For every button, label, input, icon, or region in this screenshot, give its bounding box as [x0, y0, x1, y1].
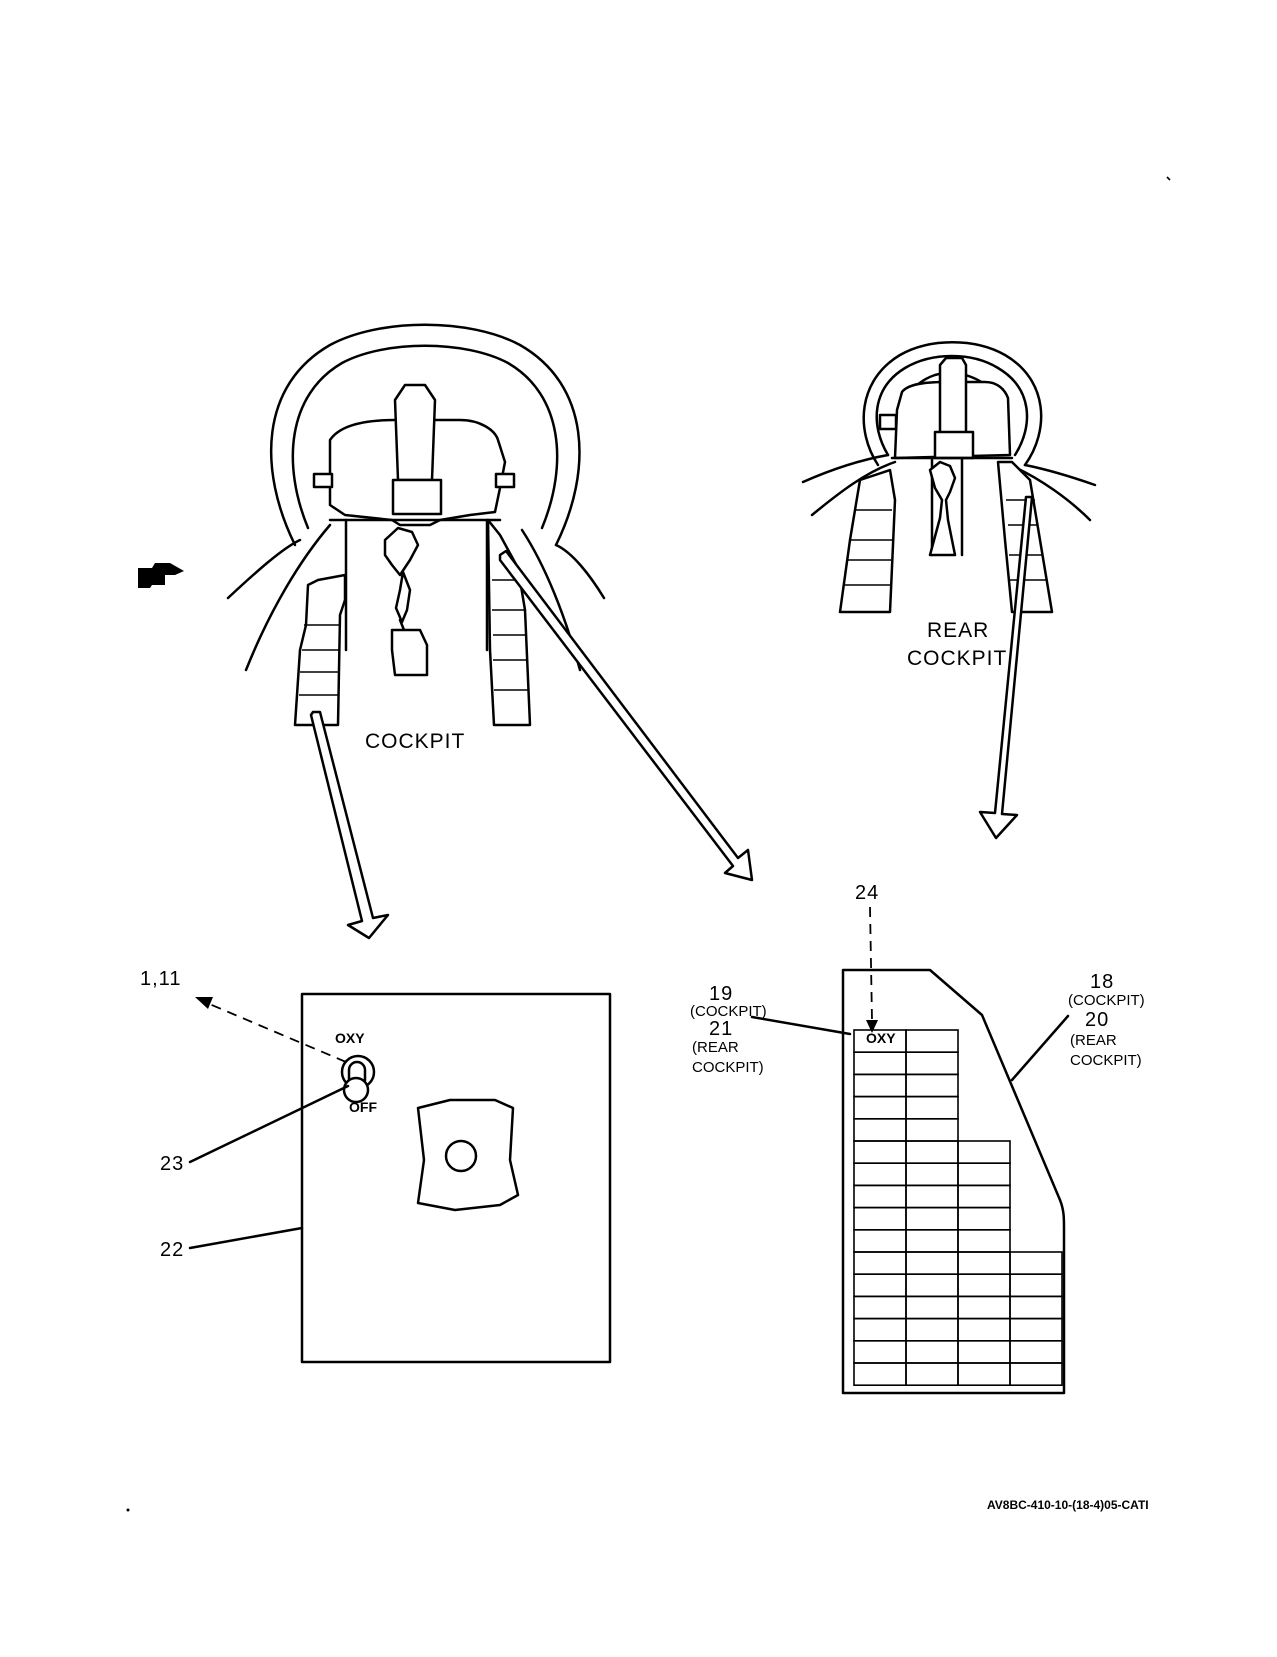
breaker-cell: [853, 1140, 907, 1165]
breaker-cell: [957, 1251, 1011, 1276]
callout-18: 18: [1090, 971, 1114, 993]
breaker-cell: [853, 1229, 907, 1253]
breaker-cell: [957, 1317, 1011, 1342]
leader-arrowhead: [866, 1020, 878, 1033]
breaker-cell: [853, 1362, 907, 1387]
breaker-cell: [905, 1229, 959, 1253]
label-cockpit: COCKPIT: [365, 730, 465, 753]
breaker-cell: [1009, 1273, 1063, 1298]
leader-19-21: [750, 1015, 852, 1036]
label-rear-cockpit: COCKPIT: [907, 647, 1007, 670]
breaker-cell: [1009, 1317, 1063, 1342]
breaker-cell: [1009, 1340, 1063, 1364]
leader-22: [188, 1226, 304, 1250]
callout-19: 19: [709, 983, 733, 1005]
leader-24: [869, 906, 873, 1021]
callout-22: 22: [160, 1239, 184, 1261]
callout-cockpit-left: (COCKPIT): [690, 1003, 767, 1020]
callout-24: 24: [855, 882, 879, 904]
breaker-cell: [853, 1317, 907, 1342]
switch-label-oxy: OXY: [335, 1030, 365, 1046]
breaker-cell: [853, 1073, 907, 1098]
breaker-cell: [1009, 1295, 1063, 1320]
breaker-cell: [853, 1095, 907, 1120]
breaker-cell: [1009, 1362, 1063, 1387]
breaker-cell: [905, 1051, 959, 1076]
breaker-cell-oxy: OXY: [866, 1030, 896, 1046]
breaker-cell: [957, 1362, 1011, 1387]
circuit-breaker-panel: [841, 968, 1066, 1395]
pointing-hand-icon: [138, 563, 184, 588]
breaker-cell: [957, 1340, 1011, 1364]
callout-rear-left-1: (REAR: [692, 1039, 739, 1056]
breaker-cell: [853, 1184, 907, 1209]
breaker-cell: [957, 1162, 1011, 1187]
illustration-code: AV8BC-410-10-(18-4)05-CATI: [987, 1498, 1149, 1512]
breaker-cell: [1009, 1251, 1063, 1276]
breaker-cell: [905, 1118, 959, 1142]
label-rear: REAR: [927, 619, 989, 642]
breaker-cell: [957, 1140, 1011, 1165]
arrow-left-console-to-panel: [309, 710, 390, 940]
callout-20: 20: [1085, 1009, 1109, 1031]
breaker-cell: [853, 1206, 907, 1231]
breaker-cell: [905, 1206, 959, 1231]
speck: [1166, 176, 1171, 181]
breaker-cell: [905, 1029, 959, 1054]
breaker-cell: [905, 1317, 959, 1342]
arrow-rear-console-down: [978, 495, 1034, 840]
callout-1-11: 1,11: [140, 968, 181, 990]
breaker-cell: [905, 1340, 959, 1364]
front-cockpit-sketch: [226, 323, 606, 727]
breaker-cell: [853, 1051, 907, 1076]
breaker-cell: [905, 1273, 959, 1298]
breaker-cell: [853, 1295, 907, 1320]
breaker-grid: [853, 1029, 1063, 1387]
rear-cockpit-sketch: [801, 341, 1097, 614]
callout-cockpit-right: (COCKPIT): [1068, 992, 1145, 1009]
breaker-cell: [905, 1251, 959, 1276]
breaker-cell: [957, 1206, 1011, 1231]
breaker-cell: [905, 1295, 959, 1320]
breaker-cell: [905, 1140, 959, 1165]
callout-21: 21: [709, 1018, 733, 1040]
oxygen-panel: [300, 992, 612, 1364]
breaker-cell: [853, 1273, 907, 1298]
breaker-cell: [957, 1273, 1011, 1298]
switch-label-off: OFF: [349, 1099, 377, 1115]
callout-rear-right-2: COCKPIT): [1070, 1052, 1142, 1069]
breaker-cell: [853, 1162, 907, 1187]
leader-arrowhead: [195, 997, 213, 1009]
breaker-cell: [957, 1295, 1011, 1320]
speck: [126, 1508, 130, 1512]
leader-18-20: [1010, 1014, 1070, 1082]
breaker-cell: [853, 1118, 907, 1142]
breaker-cell: [853, 1340, 907, 1364]
breaker-cell: [905, 1073, 959, 1098]
breaker-cell: [905, 1162, 959, 1187]
breaker-cell: [957, 1184, 1011, 1209]
breaker-cell: [853, 1251, 907, 1276]
leader-1-11: [199, 999, 347, 1063]
leader-23: [188, 1084, 350, 1164]
breaker-cell: [957, 1229, 1011, 1253]
breaker-cell: [905, 1095, 959, 1120]
callout-rear-right-1: (REAR: [1070, 1032, 1117, 1049]
callout-rear-left-2: COCKPIT): [692, 1059, 764, 1076]
arrow-right-console-to-breaker: [498, 549, 754, 882]
breaker-cell: [905, 1362, 959, 1387]
breaker-cell: [905, 1184, 959, 1209]
callout-23: 23: [160, 1153, 184, 1175]
